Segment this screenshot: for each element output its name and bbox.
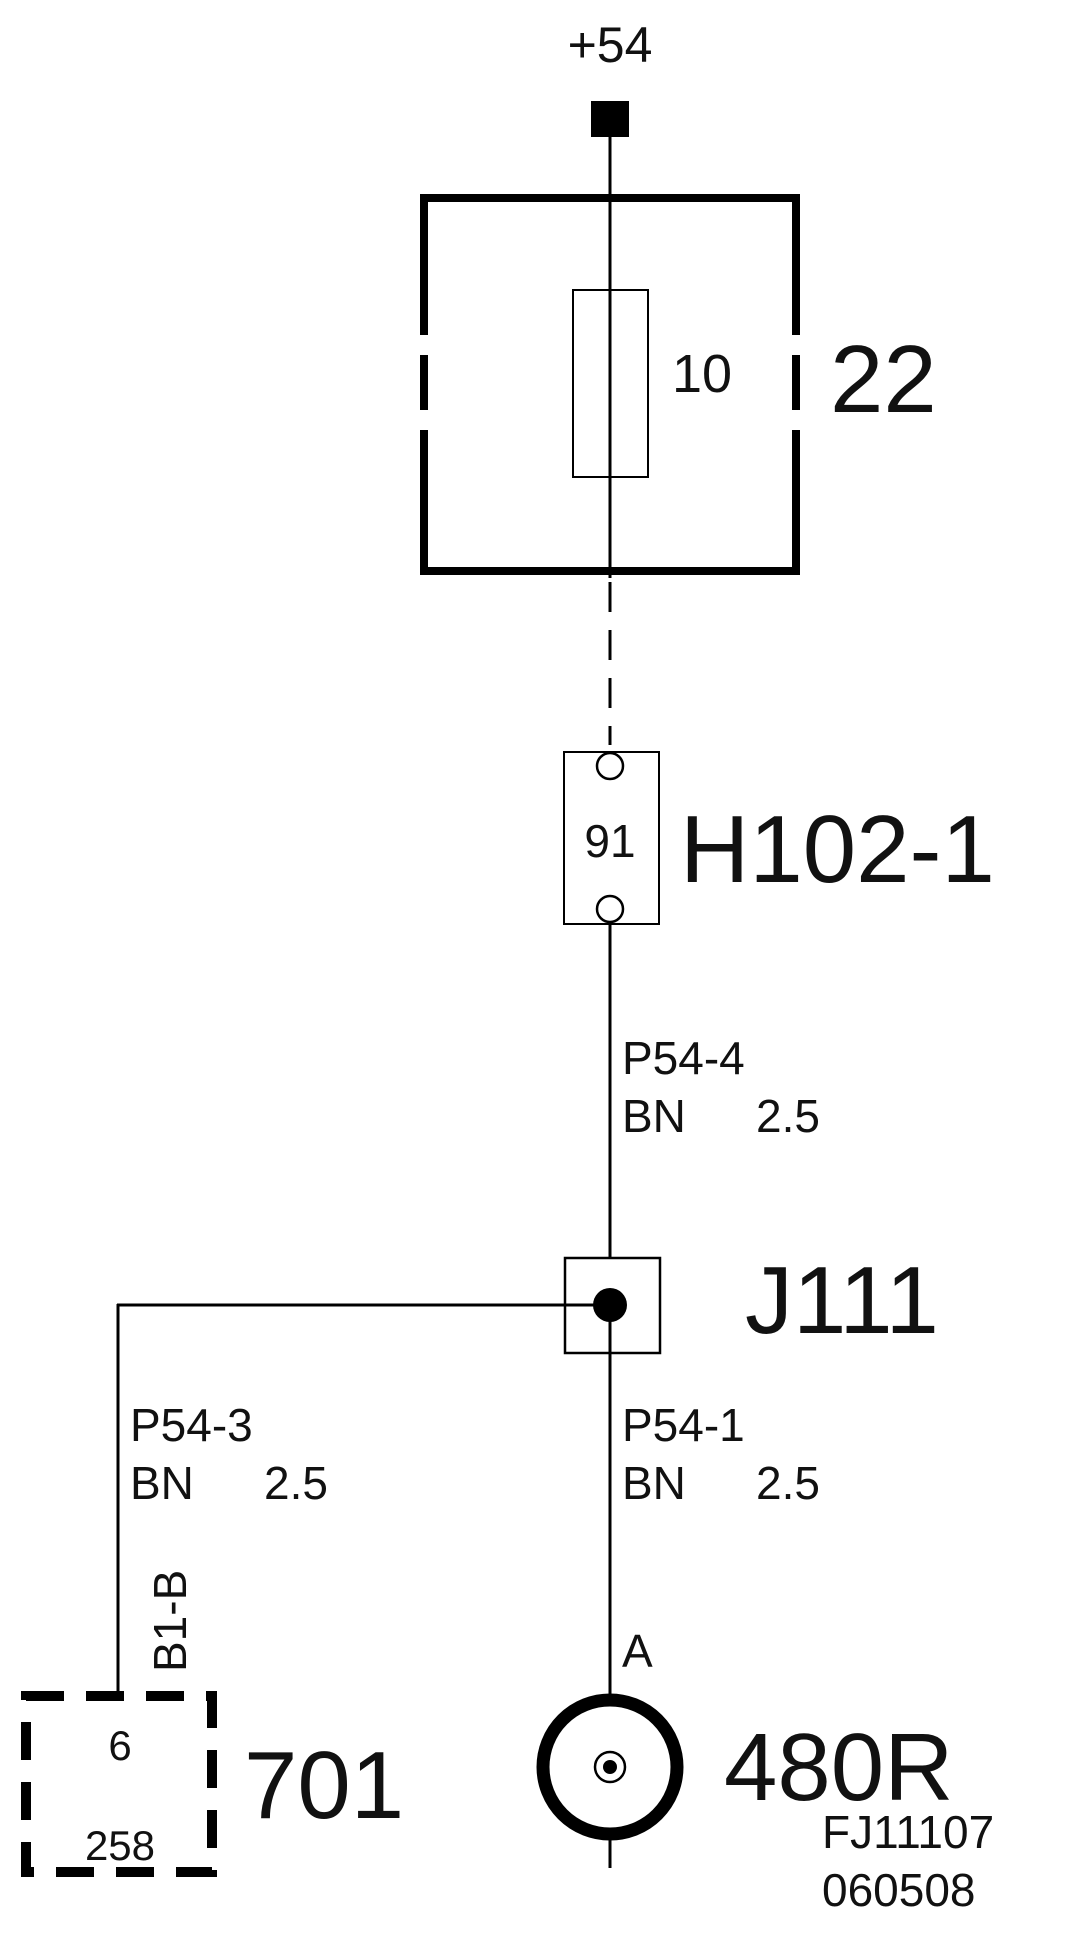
drawing-code: FJ11107 [822, 1806, 994, 1858]
wire-p54-3-size: 2.5 [264, 1457, 328, 1509]
wire-p54-4-size: 2.5 [756, 1090, 820, 1142]
wire-p54-3-color: BN [130, 1457, 194, 1509]
wire-p54-3-name: P54-3 [130, 1399, 253, 1451]
left-pin-label: B1-B [144, 1570, 196, 1672]
ground-terminal-label: A [622, 1625, 653, 1677]
ground-center-dot [603, 1760, 617, 1774]
ground-id: 480R [724, 1714, 954, 1821]
splice-id: J111 [745, 1247, 939, 1354]
connector-pin-bottom [595, 894, 625, 924]
module-701-pin: 6 [108, 1722, 131, 1769]
fuse-element [572, 289, 649, 478]
fuse-rating: 10 [672, 344, 732, 404]
wire-p54-4-color: BN [622, 1090, 686, 1142]
wire-p54-1-name: P54-1 [622, 1399, 745, 1451]
drawing-date: 060508 [822, 1864, 976, 1916]
fuse-box-id: 22 [830, 326, 937, 433]
connector-id: H102-1 [680, 796, 995, 903]
module-701 [21, 1691, 217, 1877]
wire-p54-4-name: P54-4 [622, 1032, 745, 1084]
wire-p54-1-color: BN [622, 1457, 686, 1509]
supply-label: +54 [568, 17, 653, 73]
module-701-id: 701 [244, 1732, 404, 1839]
wire-p54-1-size: 2.5 [756, 1457, 820, 1509]
supply-terminal [591, 101, 629, 137]
module-701-sub: 258 [85, 1822, 155, 1869]
connector-pin-top [595, 751, 625, 781]
fuse-box-22 [420, 194, 800, 575]
connector-pin-number: 91 [584, 815, 635, 867]
